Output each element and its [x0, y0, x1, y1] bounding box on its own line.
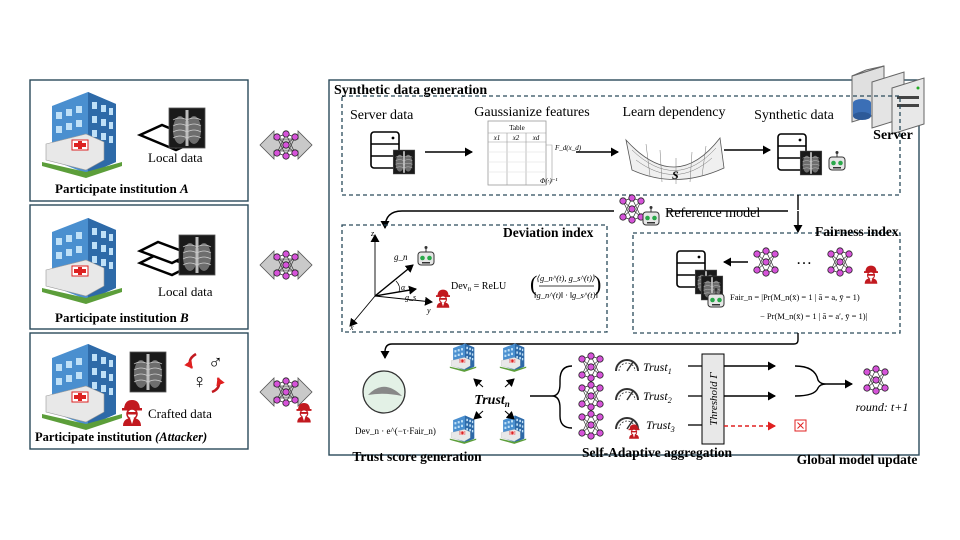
fairness-index-box [632, 232, 901, 334]
global-model-icon [863, 365, 889, 395]
xray-image-icon [799, 150, 823, 176]
trust-shield-icon [362, 370, 406, 414]
trust-1: Trust1 [643, 360, 672, 376]
server-icon [851, 65, 925, 135]
svg-text:g_n: g_n [394, 252, 408, 262]
model-icon [827, 247, 853, 277]
trust-generation-label: Trust score generation [352, 449, 482, 464]
bracket [530, 365, 573, 429]
fairness-formula-line1: Fair_n = |Pr(M_n(x̄) = 1 | ā = a, ȳ = 1) [730, 292, 860, 302]
fairness-formula-line2: − Pr(M_n(x̄) = 1 | ā = a′, ȳ = 1)| [760, 311, 868, 321]
robot-icon [417, 245, 435, 266]
inst-a-title: Participate institution A [55, 181, 189, 196]
trust-2: Trust2 [643, 389, 672, 405]
robot-icon [828, 150, 846, 171]
hospital-icon [449, 415, 477, 445]
arrow-to-trust [380, 333, 799, 359]
threshold-label: Threshold Γ [708, 372, 720, 426]
svg-text:y: y [426, 306, 431, 315]
attacker-icon [863, 265, 879, 285]
svg-text:x1: x1 [493, 134, 501, 142]
model-icon [578, 352, 604, 382]
svg-text:(: ( [530, 271, 537, 296]
robot-icon [642, 205, 660, 226]
deviation-index-box [341, 224, 608, 333]
inst-b-title: Participate institution B [55, 310, 189, 325]
vector-axes: z g_n g_s y x α [349, 229, 433, 332]
trust-arrows [473, 378, 515, 420]
xray-image-icon [178, 234, 216, 276]
svg-text:x2: x2 [512, 134, 520, 142]
server-data-label: Server data [350, 108, 414, 123]
model-icon [578, 410, 604, 440]
svg-text:F_d(x_d): F_d(x_d) [554, 144, 582, 152]
round-label: round: t+1 [856, 400, 909, 414]
server-box [328, 79, 920, 456]
attacker-icon [295, 402, 313, 424]
svg-text:xd: xd [532, 134, 540, 142]
merge-brace [794, 365, 827, 397]
xray-image-icon [129, 351, 167, 393]
svg-text:Table: Table [509, 124, 524, 132]
threshold-box [701, 353, 725, 445]
svg-text:x: x [349, 323, 354, 332]
synthetic-title: Synthetic data generation [334, 83, 487, 98]
reference-model-icon [619, 194, 645, 224]
svg-text:Devn = ReLU: Devn = ReLU [451, 281, 507, 293]
fairness-title: Fairness index [815, 224, 899, 239]
global-update-label: Global model update [797, 452, 918, 467]
inst-attacker-title: Participate institution (Attacker) [35, 430, 207, 444]
synthetic-data-label: Synthetic data [754, 108, 834, 123]
inst-attacker-data-label: Crafted data [148, 406, 212, 421]
svg-text:g_s: g_s [405, 293, 416, 302]
hospital-icon [499, 343, 527, 373]
gaussianize-label: Gaussianize features [474, 105, 589, 120]
svg-text:α: α [401, 283, 406, 292]
svg-text:Φ(·)⁻¹: Φ(·)⁻¹ [540, 177, 558, 185]
xray-image-icon [392, 149, 416, 175]
reject-icon [794, 419, 807, 432]
model-icon [753, 247, 779, 277]
trust-3: Trust3 [646, 418, 675, 434]
svg-text:⟨g_n^(t), g_s^(t)⟩: ⟨g_n^(t), g_s^(t)⟩ [537, 273, 596, 283]
inst-a-data-label: Local data [148, 150, 203, 165]
hospital-icon [499, 415, 527, 445]
server-label: Server [873, 128, 913, 143]
gauge-icon [615, 359, 639, 372]
reference-model-label: Reference model [665, 206, 760, 221]
xray-image-icon [168, 107, 206, 149]
gauge-icon [615, 388, 639, 401]
deviation-title: Deviation index [503, 225, 594, 240]
svg-text:♂: ♂ [208, 352, 223, 374]
svg-text:z: z [370, 229, 375, 238]
aggregation-label: Self-Adaptive aggregation [582, 445, 733, 460]
copula-surface-icon: S [625, 136, 725, 184]
svg-text:‖g_n^(t)‖ · ‖g_s^(t)‖: ‖g_n^(t)‖ · ‖g_s^(t)‖ [534, 290, 598, 300]
trust-formula: Dev_n · e^(−τ·Fair_n) [355, 426, 436, 436]
svg-text:): ) [594, 271, 601, 296]
trust-center: Trustn [474, 393, 510, 409]
attacker-icon [435, 289, 451, 309]
svg-text:♀: ♀ [192, 371, 207, 393]
deviation-formula: Devn = ReLU ( ) ⟨g_n^(t), g_s^(t)⟩ ‖g_n^… [451, 271, 601, 300]
ellipsis: … [796, 251, 812, 268]
hospital-icon [449, 343, 477, 373]
inst-b-data-label: Local data [158, 284, 213, 299]
model-icon [578, 381, 604, 411]
table-icon: Table x1 x2 xd F_d(x_d) Φ(·)⁻¹ [487, 120, 582, 186]
svg-text:S: S [672, 168, 679, 182]
learn-dependency-label: Learn dependency [623, 105, 726, 120]
gender-swap-icon: ♀ ♂ [184, 352, 225, 394]
